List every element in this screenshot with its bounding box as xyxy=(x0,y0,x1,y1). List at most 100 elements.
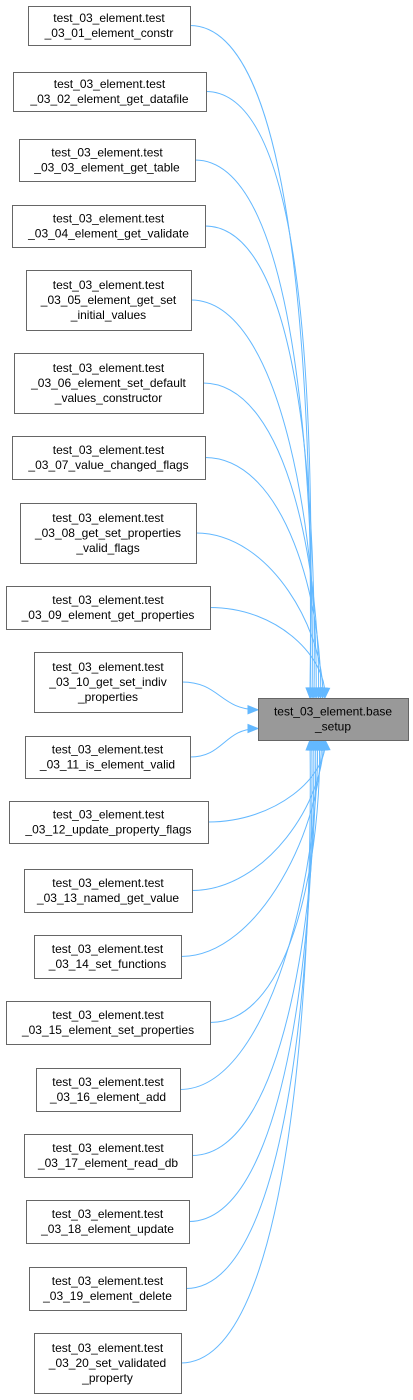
caller-node-t05-box xyxy=(26,270,192,331)
caller-node-t10-label-line: _03_10_get_set_indiv xyxy=(48,675,166,689)
caller-node-t13-box xyxy=(24,869,193,913)
call-edge xyxy=(190,299,317,699)
call-edge xyxy=(204,225,315,699)
arrowhead xyxy=(320,687,331,700)
caller-node-t15-label-line: _03_15_element_set_properties xyxy=(21,1023,194,1037)
caller-node-t02[interactable]: test_03_element.test_03_02_element_get_d… xyxy=(13,72,207,112)
target-node-base-setup-label-line: test_03_element.base xyxy=(274,705,392,719)
caller-node-t01-box xyxy=(28,6,191,46)
caller-node-t11-label-line: _03_11_is_element_valid xyxy=(39,758,175,772)
caller-node-t04-label-line: test_03_element.test xyxy=(53,212,165,226)
caller-node-t04-box xyxy=(12,205,206,248)
caller-node-t19-box xyxy=(29,1267,187,1311)
caller-node-t12[interactable]: test_03_element.test_03_12_update_proper… xyxy=(9,801,209,844)
call-edge xyxy=(188,739,315,1222)
caller-node-t03-label-line: test_03_element.test xyxy=(51,146,163,160)
arrowhead xyxy=(247,723,260,734)
arrowhead xyxy=(305,738,315,751)
caller-node-t14-label-line: _03_14_set_functions xyxy=(48,957,166,971)
caller-node-t20-label-line: _property xyxy=(81,1371,133,1385)
caller-node-t18-box xyxy=(26,1200,190,1244)
caller-node-t17-box xyxy=(24,1134,193,1178)
caller-node-t20-label-line: _03_20_set_validated xyxy=(48,1356,166,1370)
caller-node-t12-label-line: _03_12_update_property_flags xyxy=(24,823,191,837)
caller-node-t08-label-line: test_03_element.test xyxy=(52,511,164,525)
caller-node-t03[interactable]: test_03_element.test_03_03_element_get_t… xyxy=(19,139,196,182)
caller-node-t08-label-line: _valid_flags xyxy=(75,541,139,555)
call-edge xyxy=(209,607,326,699)
caller-node-t10-label-line: _properties xyxy=(77,690,138,704)
caller-node-t18[interactable]: test_03_element.test_03_18_element_updat… xyxy=(26,1200,190,1244)
caller-node-t17-label-line: _03_17_element_read_db xyxy=(37,1156,178,1170)
call-edge xyxy=(191,739,317,1156)
caller-node-t11-box xyxy=(25,736,191,779)
call-edge xyxy=(180,739,311,1364)
call-edge xyxy=(179,739,318,1090)
caller-node-t06-label-line: test_03_element.test xyxy=(53,361,165,375)
caller-node-t09-label-line: test_03_element.test xyxy=(52,593,164,607)
target-node-base-setup-box xyxy=(258,698,409,741)
call-edge xyxy=(181,681,259,711)
caller-node-t04-label-line: _03_04_element_get_validate xyxy=(27,227,189,241)
caller-node-t19[interactable]: test_03_element.test_03_19_element_delet… xyxy=(29,1267,187,1311)
caller-node-t16-label-line: test_03_element.test xyxy=(52,1075,164,1089)
call-edge xyxy=(180,739,322,957)
arrowhead xyxy=(247,705,260,715)
caller-node-t01-label-line: test_03_element.test xyxy=(53,11,165,25)
caller-node-t06[interactable]: test_03_element.test_03_06_element_set_d… xyxy=(14,353,204,414)
caller-node-t12-box xyxy=(9,801,209,844)
caller-node-t01-label-line: _03_01_element_constr xyxy=(44,26,174,40)
caller-node-t15[interactable]: test_03_element.test_03_15_element_set_p… xyxy=(6,1001,211,1045)
caller-node-t16[interactable]: test_03_element.test_03_16_element_add xyxy=(36,1068,181,1112)
caller-node-t01[interactable]: test_03_element.test_03_01_element_const… xyxy=(28,6,191,46)
call-edge xyxy=(207,739,326,823)
caller-node-t02-label-line: _03_02_element_get_datafile xyxy=(29,92,188,106)
caller-node-t05[interactable]: test_03_element.test_03_05_element_get_s… xyxy=(26,270,192,331)
caller-node-t16-box xyxy=(36,1068,181,1112)
call-edge xyxy=(204,457,322,699)
edges-layer xyxy=(179,25,331,1364)
caller-node-t17[interactable]: test_03_element.test_03_17_element_read_… xyxy=(24,1134,193,1178)
call-edge xyxy=(202,382,320,699)
caller-node-t19-label-line: _03_19_element_delete xyxy=(42,1289,172,1303)
caller-node-t12-label-line: test_03_element.test xyxy=(53,808,165,822)
caller-node-t03-label-line: _03_03_element_get_table xyxy=(33,161,180,175)
caller-node-t14-label-line: test_03_element.test xyxy=(52,942,164,956)
caller-node-t07-label-line: _03_07_value_changed_flags xyxy=(27,458,188,472)
target-node-base-setup[interactable]: test_03_element.base_setup xyxy=(258,698,409,741)
call-edge xyxy=(209,739,321,1023)
caller-node-t07[interactable]: test_03_element.test_03_07_value_changed… xyxy=(12,436,206,480)
caller-node-t02-label-line: test_03_element.test xyxy=(54,77,166,91)
caller-node-t16-label-line: _03_16_element_add xyxy=(49,1090,166,1104)
caller-node-t14[interactable]: test_03_element.test_03_14_set_functions xyxy=(34,935,182,979)
caller-node-t06-label-line: _03_06_element_set_default xyxy=(30,376,186,390)
caller-node-t09-label-line: _03_09_element_get_properties xyxy=(21,608,195,622)
caller-node-t15-label-line: test_03_element.test xyxy=(52,1008,164,1022)
caller-node-t10[interactable]: test_03_element.test_03_10_get_set_indiv… xyxy=(34,652,183,713)
caller-node-t20[interactable]: test_03_element.test_03_20_set_validated… xyxy=(34,1333,182,1394)
caller-node-t20-box xyxy=(34,1333,182,1394)
caller-node-t10-label-line: test_03_element.test xyxy=(52,660,164,674)
caller-node-t05-label-line: test_03_element.test xyxy=(53,278,165,292)
caller-node-t14-box xyxy=(34,935,182,979)
call-edge xyxy=(194,159,313,699)
caller-node-t08-label-line: _03_08_get_set_properties xyxy=(34,526,181,540)
caller-node-t04[interactable]: test_03_element.test_03_04_element_get_v… xyxy=(12,205,206,248)
caller-node-t19-label-line: test_03_element.test xyxy=(52,1274,164,1288)
caller-node-t15-box xyxy=(6,1001,211,1045)
caller-node-t02-box xyxy=(13,72,207,112)
call-edge xyxy=(185,739,313,1289)
caller-node-t13[interactable]: test_03_element.test_03_13_named_get_val… xyxy=(24,869,193,913)
caller-node-t08-box xyxy=(20,503,197,564)
caller-node-t13-label-line: test_03_element.test xyxy=(52,876,164,890)
call-edge xyxy=(195,532,324,699)
caller-node-t08[interactable]: test_03_element.test_03_08_get_set_prope… xyxy=(20,503,197,564)
caller-node-t06-label-line: _values_constructor xyxy=(54,391,162,405)
target-node-base-setup-label-line: _setup xyxy=(314,720,351,734)
call-edge xyxy=(189,25,311,699)
caller-node-t09[interactable]: test_03_element.test_03_09_element_get_p… xyxy=(6,586,211,630)
caller-node-t17-label-line: test_03_element.test xyxy=(52,1141,164,1155)
nodes-layer: test_03_element.test_03_01_element_const… xyxy=(6,6,409,1394)
caller-node-t11[interactable]: test_03_element.test_03_11_is_element_va… xyxy=(25,736,191,779)
caller-node-t05-label-line: _initial_values xyxy=(70,308,146,322)
